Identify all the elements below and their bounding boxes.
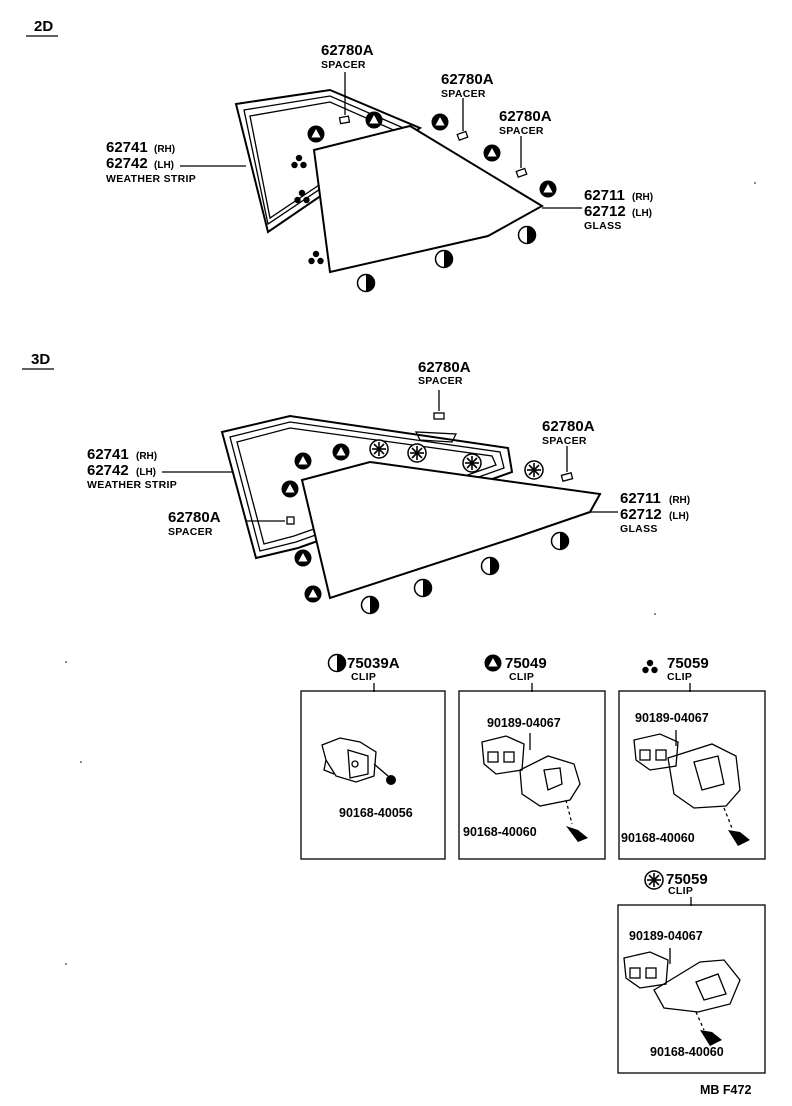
triangle-icon (307, 125, 325, 143)
triangle-icon (365, 111, 383, 129)
glass-desc-2d: GLASS (584, 220, 622, 232)
spacer-pn-2d-2: 62780A (441, 71, 494, 88)
three-dot-icon (291, 154, 307, 169)
footer-code: MB F472 (700, 1083, 751, 1097)
spacer-pn-3d-3: 62780A (168, 509, 221, 526)
ws-rh-pn-3d: 62741 (87, 446, 129, 463)
clip-3-pn: 75059 (667, 655, 709, 672)
ws-desc-2d: WEATHER STRIP (106, 173, 196, 185)
clip-3-drawing (633, 730, 750, 846)
glass-lh-tag-2d: (LH) (632, 208, 652, 219)
glass-lh-pn-3d: 62712 (620, 506, 662, 523)
spacer-desc-3d-2: SPACER (542, 435, 587, 447)
ws-lh-pn-3d: 62742 (87, 462, 129, 479)
spacer-desc-2d-2: SPACER (441, 88, 486, 100)
clip-box-3 (618, 690, 766, 860)
triangle-icon (483, 144, 501, 162)
ws-rh-pn-2d: 62741 (106, 139, 148, 156)
clip-2-screw: 90168-40060 (463, 825, 537, 839)
clip-3-desc: CLIP (667, 671, 692, 683)
glass-lh-pn-2d: 62712 (584, 203, 626, 220)
ws-lh-tag-2d: (LH) (154, 160, 174, 171)
clip-4-screw-label: 90168-40060 (650, 1045, 724, 1059)
half-circle-icon (550, 531, 570, 551)
clip-box-1 (300, 690, 446, 860)
spacer-pn-2d-1: 62780A (321, 42, 374, 59)
half-circle-icon (360, 595, 380, 615)
clip-box-2 (458, 690, 606, 860)
clip-1-screw: 90168-40056 (339, 806, 413, 820)
half-circle-icon (434, 249, 454, 269)
clip-1-drawing (321, 737, 396, 785)
spacer-3d-2 (560, 472, 574, 482)
clip-2-drawing (481, 733, 588, 842)
clip-1-desc: CLIP (351, 671, 376, 683)
clip-4-drawing (623, 948, 741, 1046)
ws-desc-3d: WEATHER STRIP (87, 479, 177, 491)
spacer-desc-3d-3: SPACER (168, 526, 213, 538)
glass-rh-tag-2d: (RH) (632, 192, 653, 203)
three-dot-icon (642, 659, 658, 674)
triangle-icon (304, 585, 322, 603)
half-circle-icon (356, 273, 376, 293)
glass-3d (300, 460, 602, 600)
triangle-icon (281, 480, 299, 498)
clip-1-pn: 75039A (347, 655, 400, 672)
spacer-2d-3 (515, 167, 528, 179)
ws-rh-tag-2d: (RH) (154, 144, 175, 155)
triangle-icon (294, 452, 312, 470)
glass-desc-3d: GLASS (620, 523, 658, 535)
glass-lh-tag-3d: (LH) (669, 511, 689, 522)
star-circle-icon (524, 460, 544, 480)
clip-2-nut: 90189-04067 (487, 716, 561, 730)
three-dot-icon (308, 250, 324, 265)
clip-4-desc: CLIP (668, 885, 693, 897)
spacer-desc-3d-1: SPACER (418, 375, 463, 387)
clip-4-nut: 90189-04067 (629, 929, 703, 943)
ws-rh-tag-3d: (RH) (136, 451, 157, 462)
triangle-icon (332, 443, 350, 461)
ws-lh-pn-2d: 62742 (106, 155, 148, 172)
clip-2-pn: 75049 (505, 655, 547, 672)
spacer-3d-1 (433, 412, 445, 420)
spacer-desc-2d-1: SPACER (321, 59, 366, 71)
triangle-icon (539, 180, 557, 198)
clip-2-desc: CLIP (509, 671, 534, 683)
weather-strip-3d (220, 414, 514, 560)
spacer-pn-2d-3: 62780A (499, 108, 552, 125)
spacer-2d-1 (338, 115, 351, 125)
clip-box-4 (617, 904, 766, 1074)
spacer-desc-2d-3: SPACER (499, 125, 544, 137)
clip-4-pn: 75059 (666, 871, 708, 888)
spacer-pn-3d-1: 62780A (418, 359, 471, 376)
glass-rh-pn-3d: 62711 (620, 490, 661, 507)
half-circle-icon (413, 578, 433, 598)
glass-2d (312, 124, 544, 274)
triangle-icon (294, 549, 312, 567)
spacer-3d-3 (286, 516, 295, 525)
star-circle-icon (407, 443, 427, 463)
triangle-icon (484, 654, 502, 672)
glass-rh-pn-2d: 62711 (584, 187, 625, 204)
half-circle-icon (327, 653, 347, 673)
clip-3-screw: 90168-40060 (621, 831, 695, 845)
half-circle-icon (517, 225, 537, 245)
spacer-pn-3d-2: 62780A (542, 418, 595, 435)
clip-3-nut: 90189-04067 (635, 711, 709, 725)
half-circle-icon (480, 556, 500, 576)
triangle-icon (431, 113, 449, 131)
section-label-3d: 3D (31, 351, 50, 368)
section-label-2d: 2D (34, 18, 53, 35)
star-circle-icon (462, 453, 482, 473)
spacer-2d-2 (456, 130, 469, 142)
ws-lh-tag-3d: (LH) (136, 467, 156, 478)
star-circle-icon (369, 439, 389, 459)
glass-rh-tag-3d: (RH) (669, 495, 690, 506)
star-circle-icon (644, 870, 664, 890)
